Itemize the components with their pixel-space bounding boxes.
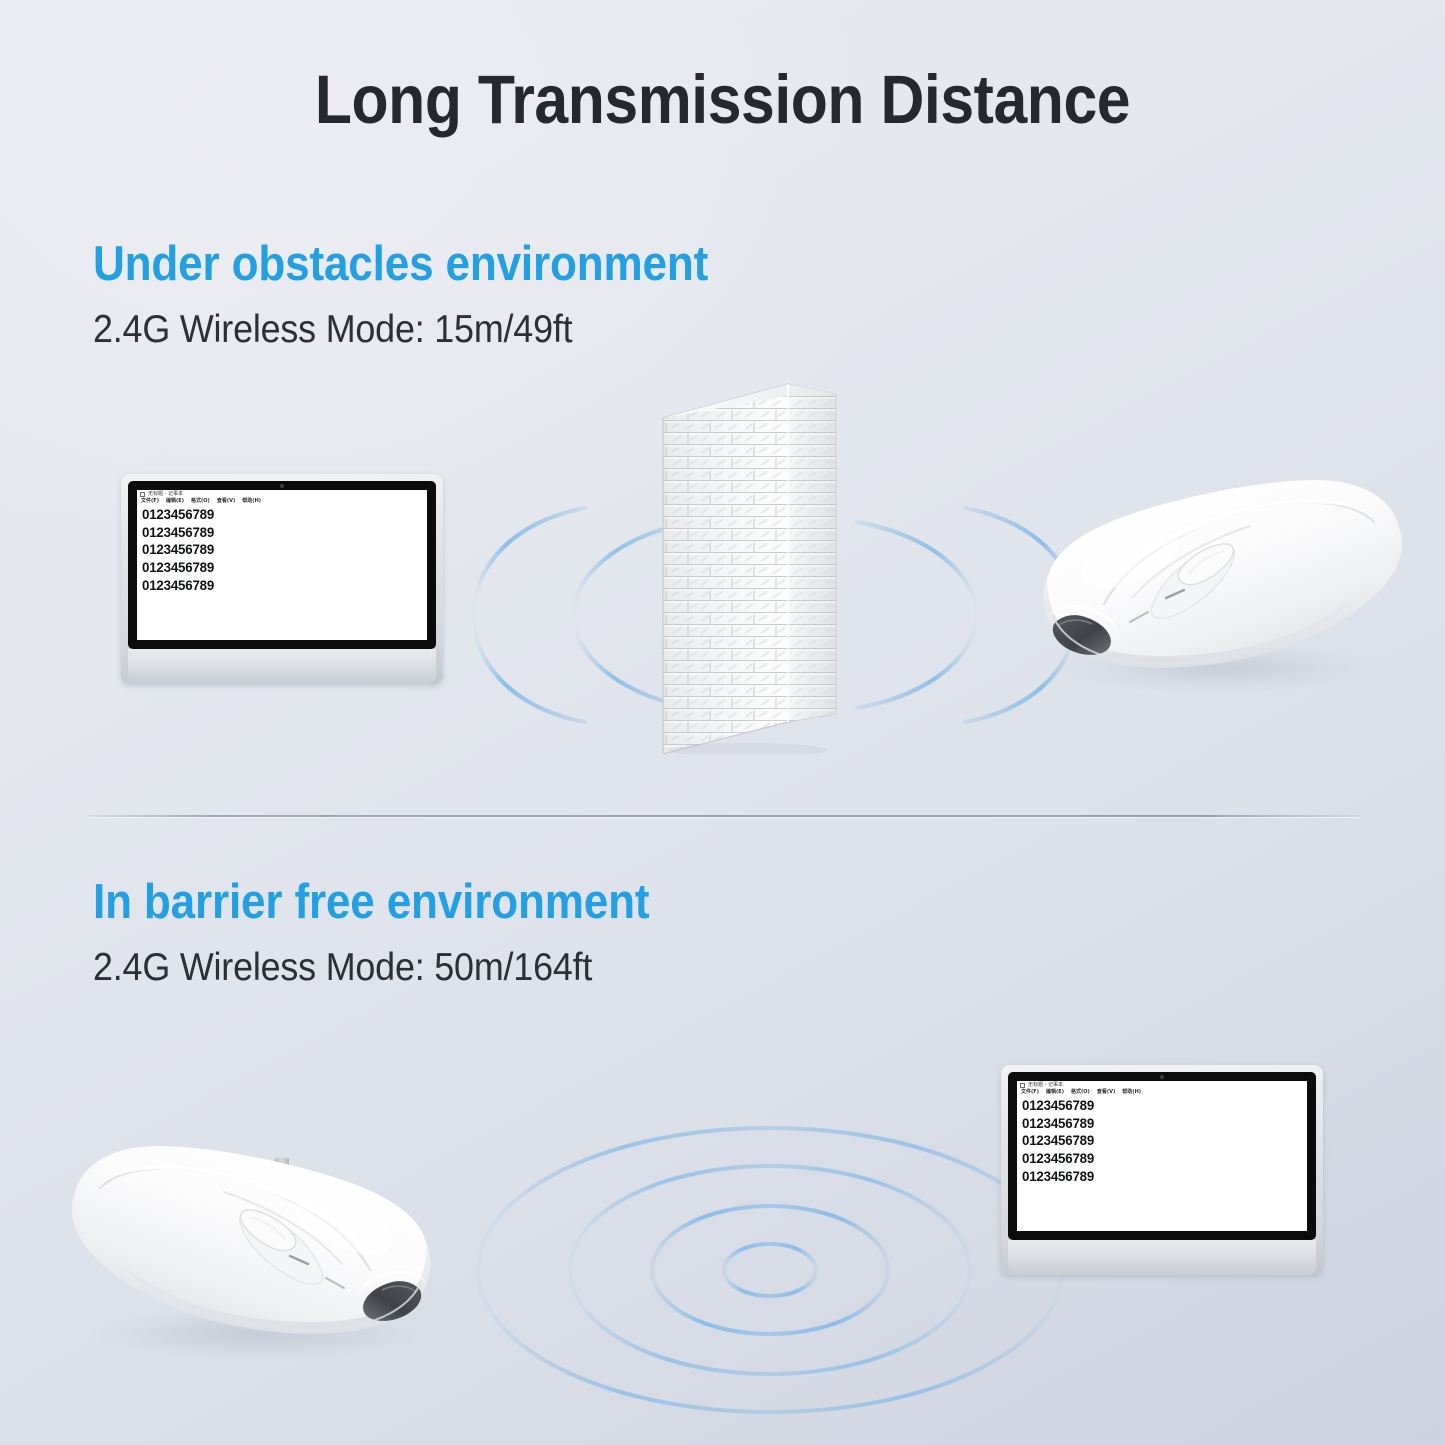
notepad-icon bbox=[1020, 1083, 1025, 1088]
notepad-menubar: 文件(F) 编辑(E) 格式(O) 查看(V) 帮助(H) bbox=[137, 498, 427, 506]
notepad-titlebar: 无标题 - 记事本 bbox=[137, 490, 427, 498]
menu-item-file[interactable]: 文件(F) bbox=[1021, 1089, 1039, 1095]
menu-item-format[interactable]: 格式(O) bbox=[1071, 1089, 1090, 1095]
webcam-icon bbox=[1160, 1075, 1164, 1079]
menu-item-format[interactable]: 格式(O) bbox=[191, 498, 210, 504]
monitor-body: 无标题 - 记事本 文件(F) 编辑(E) 格式(O) 查看(V) 帮助(H) … bbox=[1001, 1065, 1323, 1275]
notepad-line: 0123456789 bbox=[142, 541, 215, 558]
notepad-line: 0123456789 bbox=[142, 523, 215, 540]
menu-item-help[interactable]: 帮助(H) bbox=[242, 498, 262, 504]
notepad-titlebar: 无标题 - 记事本 bbox=[1017, 1081, 1307, 1089]
section-heading-barrier-free: In barrier free environment bbox=[93, 875, 650, 929]
monitor-chin bbox=[1008, 1240, 1316, 1275]
webcam-icon bbox=[280, 484, 284, 488]
notepad-line: 0123456789 bbox=[1022, 1149, 1095, 1166]
notepad-text-area[interactable]: 0123456789 0123456789 0123456789 0123456… bbox=[1017, 1097, 1307, 1185]
notepad-line: 0123456789 bbox=[1022, 1132, 1095, 1149]
section-divider bbox=[88, 815, 1360, 817]
monitor-chin bbox=[128, 649, 436, 684]
brick-wall-obstacle bbox=[655, 372, 843, 757]
menu-item-help[interactable]: 帮助(H) bbox=[1122, 1089, 1142, 1095]
notepad-menubar: 文件(F) 编辑(E) 格式(O) 查看(V) 帮助(H) bbox=[1017, 1089, 1307, 1097]
notepad-line: 0123456789 bbox=[1022, 1097, 1095, 1113]
page-title: Long Transmission Distance bbox=[314, 61, 1131, 138]
notepad-window: 无标题 - 记事本 文件(F) 编辑(E) 格式(O) 查看(V) 帮助(H) … bbox=[137, 490, 427, 594]
notepad-title-text: 无标题 - 记事本 bbox=[1028, 1082, 1063, 1088]
menu-item-edit[interactable]: 编辑(E) bbox=[166, 498, 184, 504]
menu-item-file[interactable]: 文件(F) bbox=[141, 498, 159, 504]
wireless-mouse-top bbox=[1012, 452, 1412, 700]
section-heading-under-obstacles: Under obstacles environment bbox=[93, 237, 709, 291]
notepad-line: 0123456789 bbox=[142, 506, 215, 522]
notepad-line: 0123456789 bbox=[1022, 1167, 1095, 1184]
desktop-monitor-top: 无标题 - 记事本 文件(F) 编辑(E) 格式(O) 查看(V) 帮助(H) … bbox=[121, 474, 443, 1200]
menu-item-view[interactable]: 查看(V) bbox=[1096, 1089, 1116, 1095]
notepad-line: 0123456789 bbox=[142, 576, 215, 593]
notepad-window: 无标题 - 记事本 文件(F) 编辑(E) 格式(O) 查看(V) 帮助(H) … bbox=[1017, 1081, 1307, 1185]
notepad-text-area[interactable]: 0123456789 0123456789 0123456789 0123456… bbox=[137, 506, 427, 594]
menu-item-view[interactable]: 查看(V) bbox=[216, 498, 236, 504]
notepad-icon bbox=[140, 492, 145, 497]
monitor-display: 无标题 - 记事本 文件(F) 编辑(E) 格式(O) 查看(V) 帮助(H) … bbox=[1017, 1081, 1307, 1231]
menu-item-edit[interactable]: 编辑(E) bbox=[1046, 1089, 1064, 1095]
monitor-display: 无标题 - 记事本 文件(F) 编辑(E) 格式(O) 查看(V) 帮助(H) … bbox=[137, 490, 427, 640]
desktop-monitor-bottom: 无标题 - 记事本 文件(F) 编辑(E) 格式(O) 查看(V) 帮助(H) … bbox=[1001, 1065, 1323, 1275]
wireless-mouse-bottom bbox=[62, 1118, 462, 1366]
section-subtitle-under-obstacles: 2.4G Wireless Mode: 15m/49ft bbox=[93, 308, 573, 351]
monitor-screen: 无标题 - 记事本 文件(F) 编辑(E) 格式(O) 查看(V) 帮助(H) … bbox=[1008, 1072, 1316, 1240]
notepad-title-text: 无标题 - 记事本 bbox=[148, 491, 183, 497]
signal-waves-left bbox=[455, 500, 705, 730]
monitor-screen: 无标题 - 记事本 文件(F) 编辑(E) 格式(O) 查看(V) 帮助(H) … bbox=[128, 481, 436, 649]
notepad-line: 0123456789 bbox=[142, 558, 215, 575]
monitor-body: 无标题 - 记事本 文件(F) 编辑(E) 格式(O) 查看(V) 帮助(H) … bbox=[121, 474, 443, 684]
notepad-line: 0123456789 bbox=[1022, 1114, 1095, 1131]
section-subtitle-barrier-free: 2.4G Wireless Mode: 50m/164ft bbox=[93, 946, 593, 989]
